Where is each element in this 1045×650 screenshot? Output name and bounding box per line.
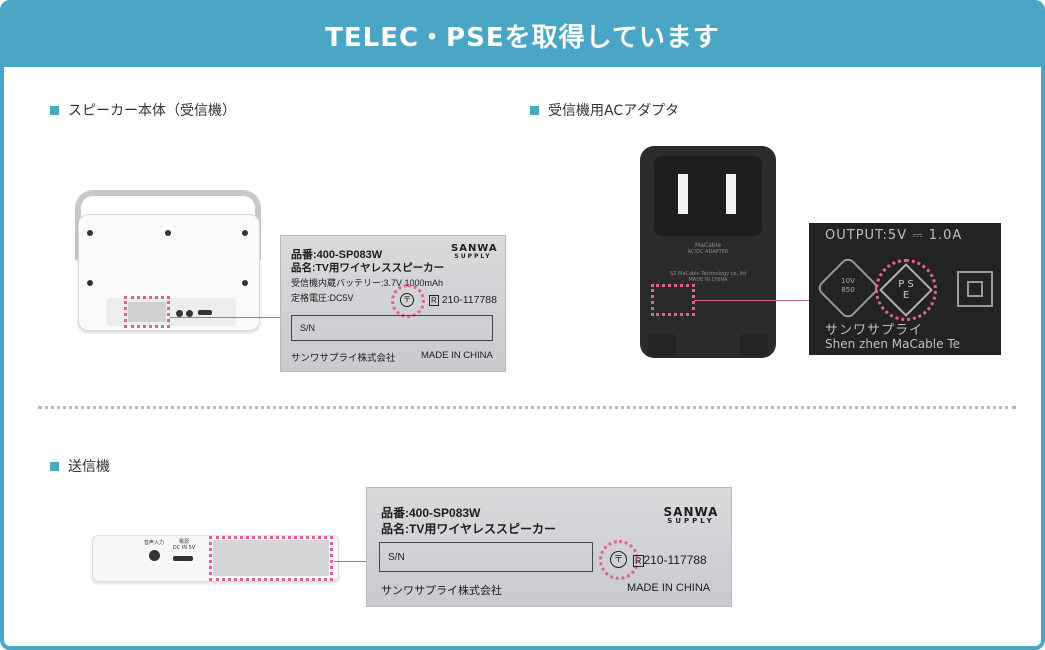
bullet-square-icon [50, 105, 59, 115]
label-rated: 定格電圧:DC5V [291, 293, 354, 303]
screw-dot [87, 230, 93, 236]
serial-box: S/N [379, 542, 593, 572]
plug-pin-icon [726, 174, 736, 214]
speaker-bottom-panel [106, 298, 236, 326]
port-dot [176, 310, 183, 317]
pse-closeup-highlight [875, 259, 937, 321]
label-highlight [209, 536, 333, 581]
double-insulation-icon [957, 271, 993, 307]
plug-recess [654, 156, 762, 236]
label-name: 品名:TV用ワイヤレススピーカー [291, 262, 445, 274]
section-transmitter: 送信機 [50, 456, 110, 476]
page-title: TELEC・PSEを取得しています [4, 4, 1041, 67]
telec-mark-highlight [391, 284, 425, 318]
label-origin: MADE IN CHINA [421, 350, 493, 361]
connector-line [170, 317, 280, 318]
sanwa-logo: SANWA SUPPLY [451, 243, 498, 260]
screw-dot [242, 280, 248, 286]
adapter-foot [648, 334, 676, 356]
closeup-maker-jp: サンワサプライ [825, 323, 924, 338]
section-speaker: スピーカー本体（受信機） [50, 100, 236, 120]
ac-adapter-photo: MaCable AC/DC ADAPTER SZ MaCable Technol… [640, 146, 776, 358]
closeup-maker-en: Shen zhen MaCable Te [825, 337, 960, 351]
logo-top: SANWA [663, 505, 719, 519]
pse-mark-highlight [651, 284, 695, 316]
section-divider [38, 406, 1016, 409]
screw-dot [87, 280, 93, 286]
label-plate-speaker: 品番:400-SP083W 品名:TV用ワイヤレススピーカー 受信機内蔵バッテリ… [280, 235, 506, 372]
label-company: サンワサプライ株式会社 [381, 585, 502, 597]
label-name: 品名:TV用ワイヤレススピーカー [381, 522, 556, 536]
audio-in-label: 音声入力 [143, 540, 164, 546]
serial-box: S/N [291, 315, 493, 341]
plug-pin-icon [678, 174, 688, 214]
label-highlight [124, 296, 170, 328]
label-model: 品番:400-SP083W [291, 249, 383, 261]
serial-label: S/N [388, 552, 405, 563]
mini-label [213, 540, 329, 576]
logo-top: SANWA [451, 243, 498, 254]
connector-line [334, 561, 368, 562]
telec-mark-icon: 〒 [610, 551, 627, 568]
label-origin: MADE IN CHINA [627, 582, 711, 594]
screw-dot [242, 230, 248, 236]
audio-jack [149, 550, 160, 561]
connector-line [694, 300, 810, 301]
bullet-square-icon [50, 461, 59, 471]
label-cert-no: R 210-117788 [429, 294, 497, 306]
label-plate-transmitter: 品番:400-SP083W 品名:TV用ワイヤレススピーカー SANWA SUP… [366, 487, 732, 607]
bullet-square-icon [530, 105, 539, 115]
port-dot [186, 310, 193, 317]
serial-label: S/N [300, 323, 316, 333]
usb-port [198, 310, 212, 315]
dc-port [173, 556, 193, 561]
telec-mark-icon: 〒 [400, 293, 414, 307]
telec-mark-highlight [599, 540, 639, 580]
sanwa-logo: SANWA SUPPLY [663, 506, 719, 525]
label-company: サンワサプライ株式会社 [291, 353, 396, 364]
label-model: 品番:400-SP083W [381, 506, 481, 520]
section-adapter: 受信機用ACアダプタ [530, 100, 679, 120]
closeup-output: OUTPUT:5V ⎓ 1.0A [825, 228, 963, 243]
logo-bottom: SUPPLY [454, 253, 492, 260]
section-transmitter-label: 送信機 [68, 459, 110, 475]
mini-label [128, 302, 166, 322]
section-adapter-label: 受信機用ACアダプタ [548, 103, 680, 119]
logo-bottom: SUPPLY [667, 517, 715, 525]
speaker-photo [70, 190, 270, 335]
section-speaker-label: スピーカー本体（受信機） [68, 103, 236, 119]
screw-dot [165, 230, 171, 236]
adapter-foot [740, 334, 768, 356]
adapter-print: MaCable AC/DC ADAPTER SZ MaCable Technol… [669, 242, 747, 284]
label-battery: 受信機内蔵バッテリー:3.7V 1000mAh [291, 278, 444, 288]
